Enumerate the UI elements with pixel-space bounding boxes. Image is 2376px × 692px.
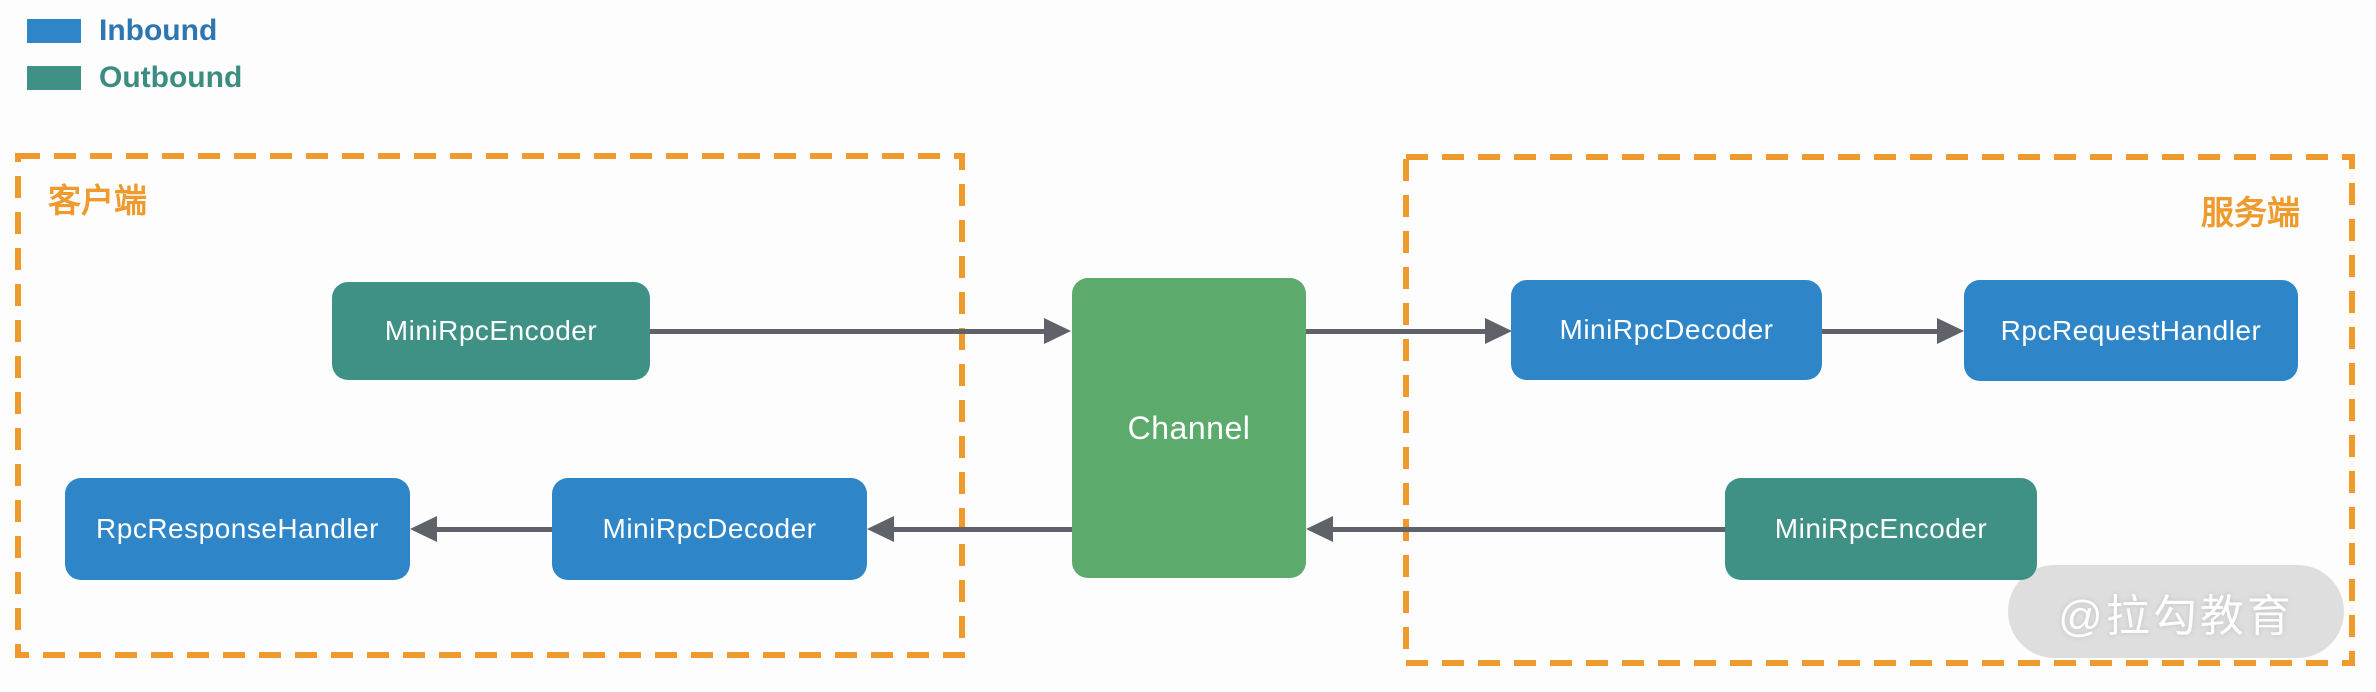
outbound-color-swatch [27, 66, 81, 90]
node-client-minirpcdecoder: MiniRpcDecoder [552, 478, 867, 580]
legend-item-outbound: Outbound [27, 59, 242, 97]
node-label: MiniRpcDecoder [1559, 314, 1774, 345]
arrow-head-client-decoder-to-response-handler [410, 516, 437, 542]
arrow-head-channel-to-client-decoder [867, 516, 894, 542]
node-server-minirpcdecoder: MiniRpcDecoder [1511, 280, 1822, 380]
arrow-line-channel-to-client-decoder [894, 527, 1072, 532]
node-channel: Channel [1072, 278, 1306, 578]
node-server-minirpcencoder: MiniRpcEncoder [1725, 478, 2037, 580]
server-group-box: 服务端 [1403, 154, 2355, 666]
node-label: Channel [1127, 409, 1251, 446]
arrow-line-server-decoder-to-request-handler [1822, 329, 1938, 334]
client-group-box: 客户端 [15, 153, 965, 658]
arrow-line-server-encoder-to-channel [1333, 527, 1725, 532]
legend-label-inbound: Inbound [99, 14, 218, 47]
arrow-head-server-decoder-to-request-handler [1937, 318, 1964, 344]
node-label: MiniRpcEncoder [384, 315, 598, 346]
arrow-line-channel-to-server-decoder [1306, 329, 1486, 334]
legend-label-outbound: Outbound [99, 61, 243, 94]
server-group-dashed-border [1403, 154, 2355, 666]
legend: Inbound Outbound [27, 12, 242, 106]
watermark-text: @拉勾教育 [2058, 591, 2294, 641]
arrow-head-channel-to-server-decoder [1485, 318, 1512, 344]
client-group-label: 客户端 [48, 182, 147, 219]
server-group-label: 服务端 [2201, 194, 2300, 231]
arrow-head-client-encoder-to-channel [1044, 318, 1071, 344]
node-label: RpcResponseHandler [96, 513, 379, 544]
watermark-badge: @拉勾教育 [2008, 565, 2344, 658]
arrow-head-server-encoder-to-channel [1306, 516, 1333, 542]
legend-item-inbound: Inbound [27, 12, 242, 50]
node-client-minirpcencoder: MiniRpcEncoder [332, 282, 650, 380]
node-rpcresponsehandler: RpcResponseHandler [65, 478, 410, 580]
node-label: MiniRpcEncoder [1774, 513, 1988, 544]
arrow-line-client-decoder-to-response-handler [437, 527, 552, 532]
client-group-dashed-border [15, 153, 965, 658]
inbound-color-swatch [27, 19, 81, 43]
node-label: RpcRequestHandler [2000, 314, 2262, 346]
node-label: MiniRpcDecoder [602, 513, 817, 544]
node-rpcrequesthandler: RpcRequestHandler [1964, 280, 2298, 381]
arrow-line-client-encoder-to-channel [650, 329, 1046, 334]
